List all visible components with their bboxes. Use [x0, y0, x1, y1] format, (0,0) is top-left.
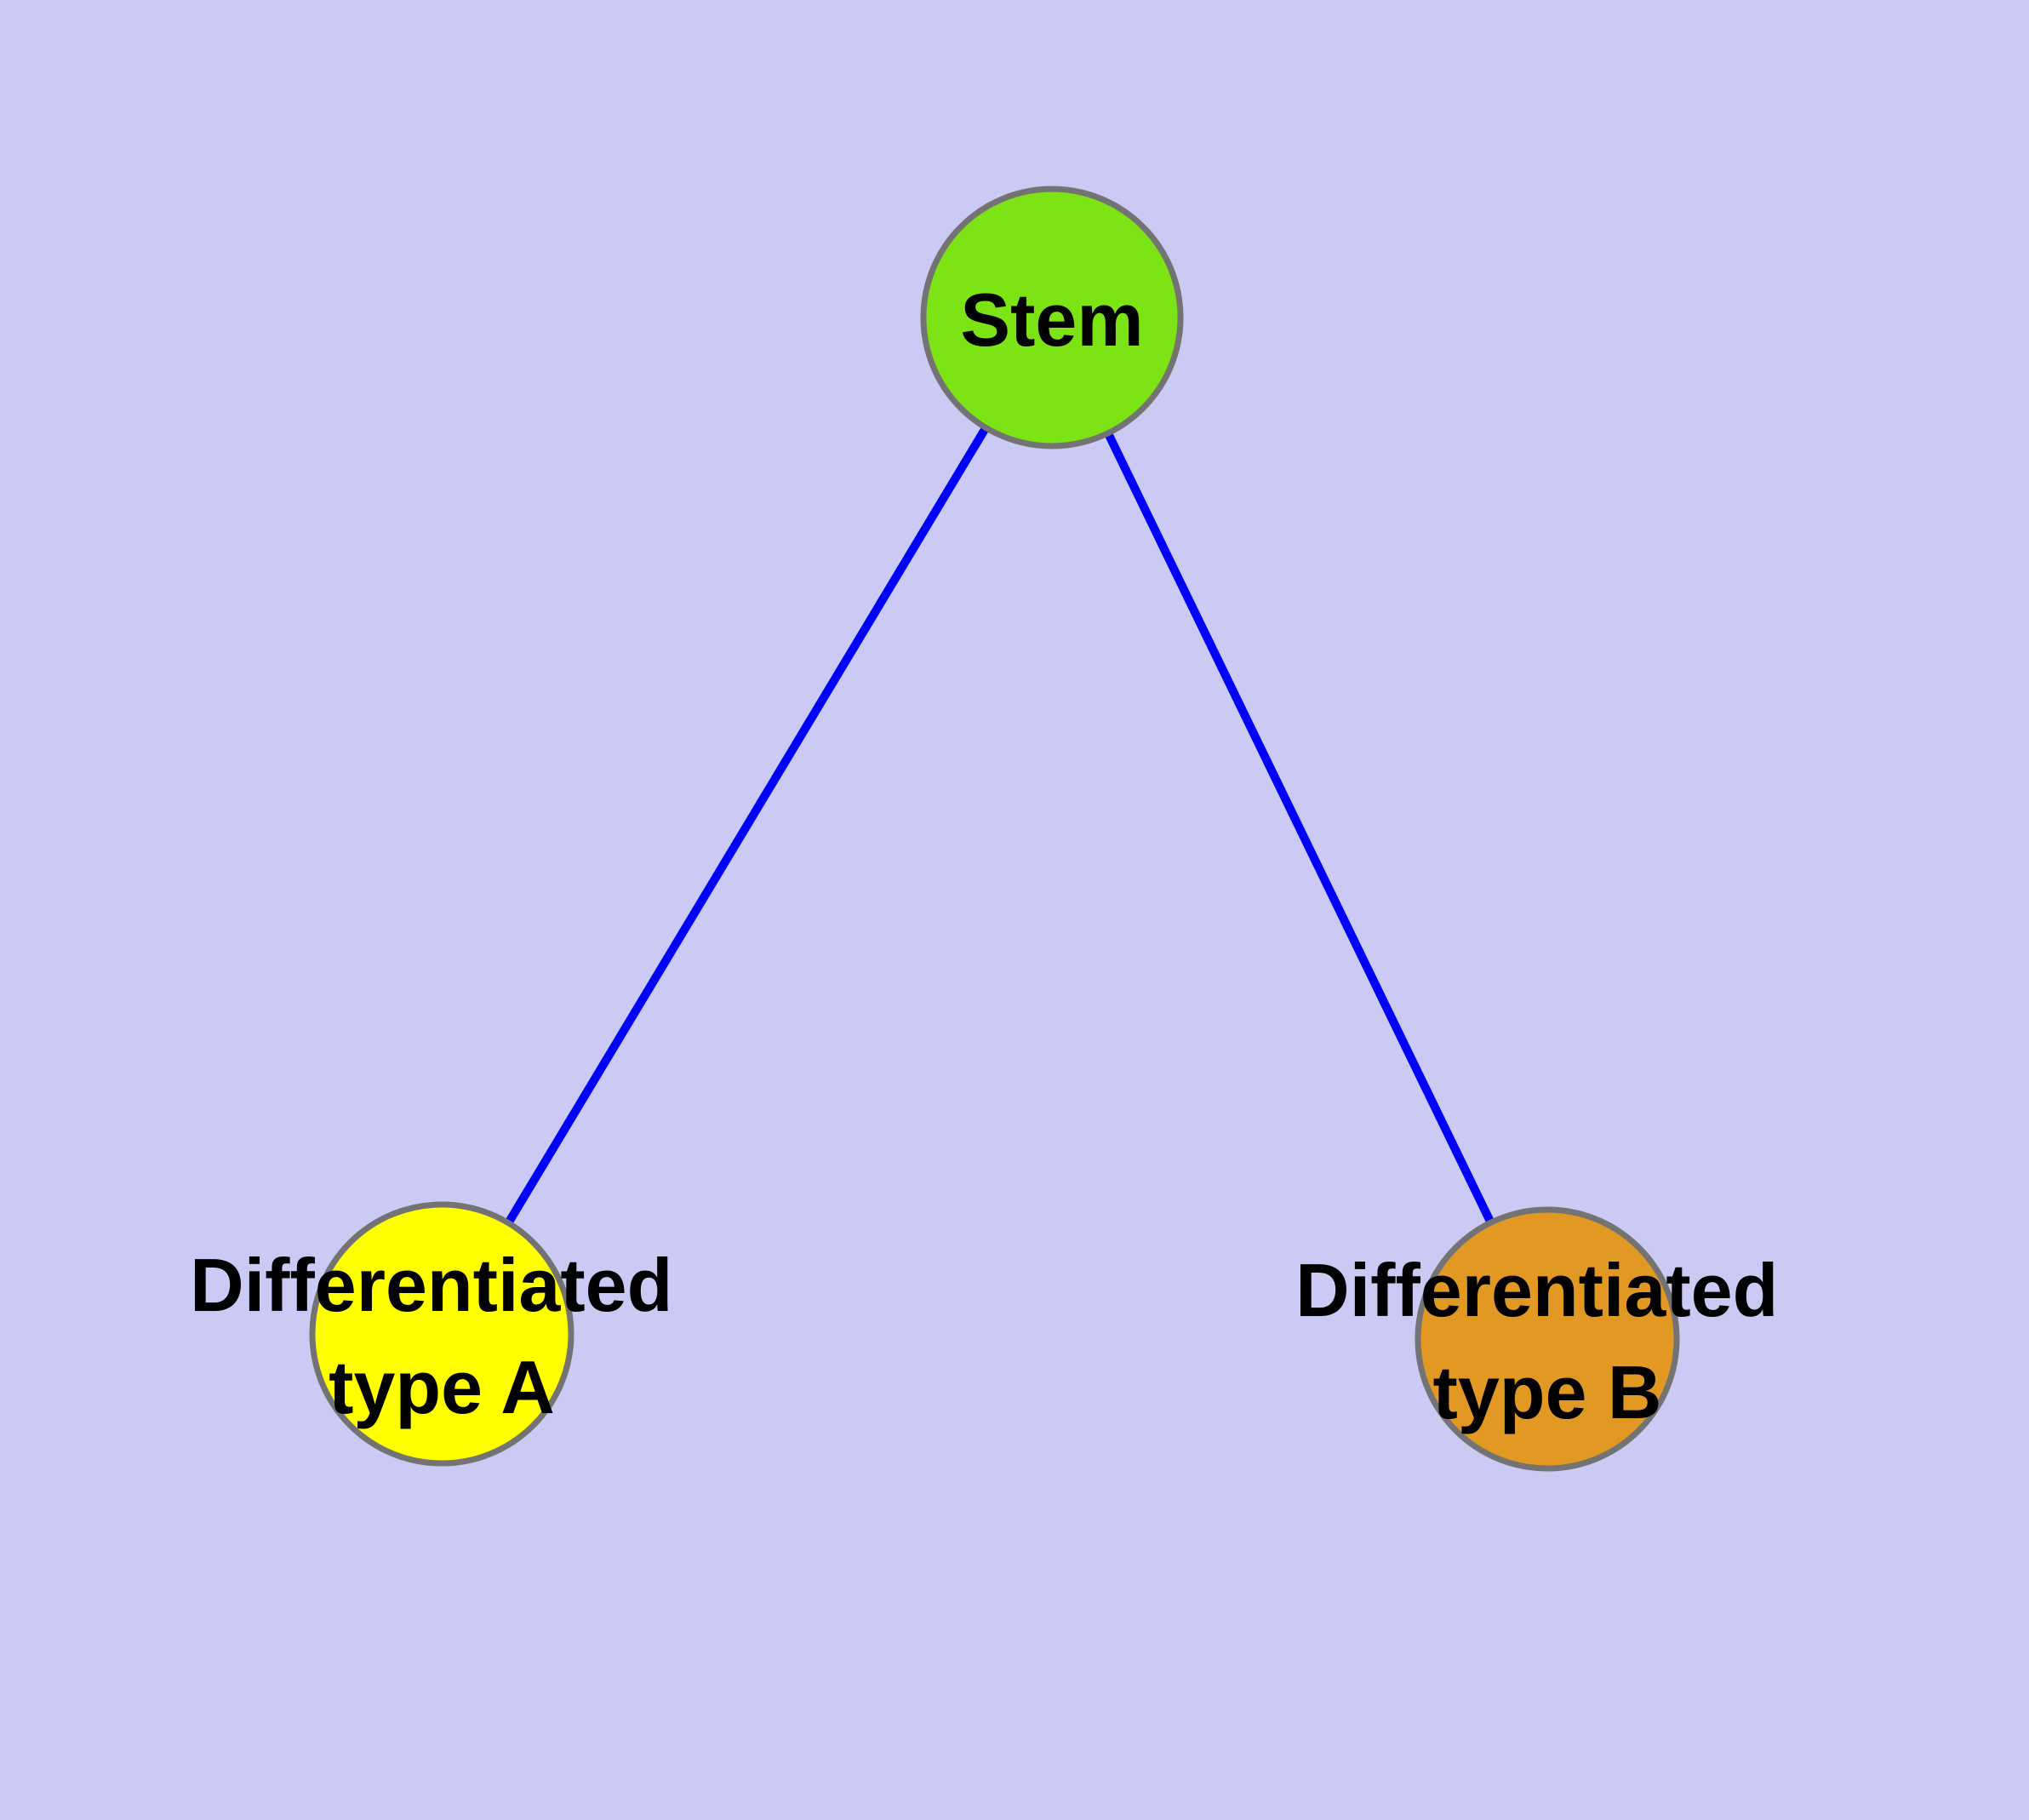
node-stem: Stem — [920, 186, 1184, 449]
node-stem-circle — [920, 186, 1184, 449]
node-type-a-circle — [309, 1201, 574, 1467]
label-line: Differentiated — [190, 1243, 672, 1327]
edge-stem-to-type-a — [437, 315, 1056, 1336]
node-type-b-label: Differentiated type B — [1295, 1248, 1799, 1434]
node-stem-label: Stem — [960, 278, 1143, 362]
node-type-a-label: Differentiated type A — [190, 1243, 694, 1429]
node-differentiated-type-b: Differentiated type B — [1295, 1206, 1799, 1472]
edge-stem-to-type-b — [1048, 315, 1552, 1342]
label-line: type A — [329, 1345, 555, 1429]
label-line: Stem — [960, 278, 1143, 362]
label-line: type B — [1433, 1350, 1662, 1434]
node-differentiated-type-a: Differentiated type A — [190, 1201, 694, 1467]
label-line: Differentiated — [1295, 1248, 1778, 1332]
node-type-b-circle — [1415, 1206, 1680, 1472]
